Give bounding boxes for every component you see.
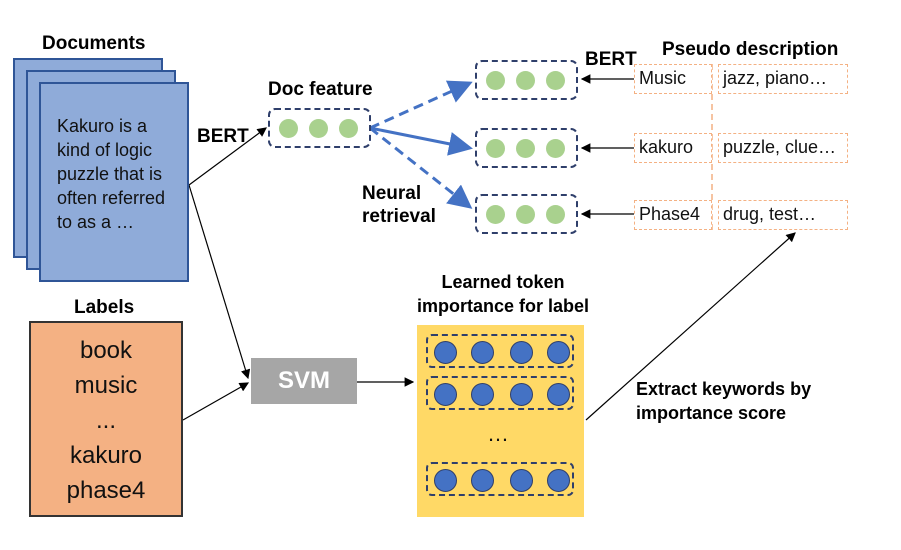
feature-dot bbox=[279, 119, 298, 138]
feature-dot bbox=[516, 139, 535, 158]
svm-box: SVM bbox=[251, 358, 357, 404]
extract-keywords-label: Extract keywords by importance score bbox=[636, 377, 811, 425]
doc-to-svm-arrow bbox=[188, 184, 251, 380]
document-front bbox=[39, 82, 189, 282]
learned-importance-heading: Learned token importance for label bbox=[398, 270, 608, 318]
labels-to-svm-arrow bbox=[182, 382, 250, 421]
token-importance-panel: … bbox=[417, 325, 584, 517]
label-item: ... bbox=[95, 407, 116, 434]
pseudo-keywords-phase4: drug, test… bbox=[718, 200, 848, 230]
token-dot bbox=[510, 383, 533, 406]
feature-dot bbox=[546, 205, 565, 224]
feature-dot bbox=[339, 119, 358, 138]
token-dot bbox=[510, 469, 533, 492]
bert-left-label: BERT bbox=[197, 126, 249, 147]
retrieval-arrow-mid bbox=[369, 126, 473, 156]
token-dot bbox=[471, 469, 494, 492]
label-feature-box-kakuro bbox=[475, 128, 578, 168]
extract-line-1: Extract keywords by bbox=[636, 379, 812, 399]
feature-dot bbox=[486, 139, 505, 158]
document-line: puzzle that is bbox=[57, 164, 163, 184]
token-dot bbox=[510, 341, 533, 364]
pseudo-name-phase4: Phase4 bbox=[634, 200, 712, 230]
label-item: kakuro bbox=[69, 442, 143, 469]
extract-line-2: importance score bbox=[636, 403, 787, 423]
bert-right-label: BERT bbox=[585, 49, 637, 70]
token-dot bbox=[547, 383, 570, 406]
token-row bbox=[426, 462, 574, 496]
pseudo-keywords-kakuro: puzzle, clue… bbox=[718, 133, 848, 163]
learned-line-2: importance for label bbox=[416, 296, 590, 316]
labels-heading: Labels bbox=[74, 297, 135, 318]
token-dot bbox=[434, 469, 457, 492]
feature-dot bbox=[486, 205, 505, 224]
extract-arrow bbox=[585, 232, 796, 421]
pseudo-keywords-music: jazz, piano… bbox=[718, 64, 848, 94]
document-line: to as a … bbox=[57, 212, 135, 232]
learned-line-1: Learned token bbox=[441, 272, 565, 292]
feature-dot bbox=[309, 119, 328, 138]
pseudo-name-music: Music bbox=[634, 64, 712, 94]
pseudo-name-kakuro: kakuro bbox=[634, 133, 712, 163]
document-line: Kakuro is a bbox=[57, 116, 148, 136]
document-text: Kakuro is a kind of logic puzzle that is… bbox=[57, 114, 197, 234]
token-dot bbox=[547, 341, 570, 364]
doc-to-feature-arrow bbox=[188, 127, 267, 186]
feature-dot bbox=[516, 205, 535, 224]
label-item: book bbox=[79, 337, 133, 364]
token-ellipsis: … bbox=[487, 421, 509, 446]
retrieval-arrow-bottom bbox=[369, 126, 473, 209]
token-row bbox=[426, 376, 574, 410]
retrieval-line: retrieval bbox=[362, 206, 436, 227]
document-line: often referred bbox=[57, 188, 166, 208]
documents-heading: Documents bbox=[42, 33, 146, 54]
neural-retrieval-label: Neural retrieval bbox=[362, 182, 436, 228]
label-feature-box-music bbox=[475, 60, 578, 100]
labels-box: book music ... kakuro phase4 bbox=[29, 321, 183, 517]
pseudo-description-heading: Pseudo description bbox=[662, 39, 839, 60]
feature-dot bbox=[546, 139, 565, 158]
retrieval-arrow-top bbox=[369, 80, 473, 130]
token-dot bbox=[547, 469, 570, 492]
label-feature-box-phase4 bbox=[475, 194, 578, 234]
token-dot bbox=[471, 341, 494, 364]
token-row bbox=[426, 334, 574, 368]
token-dot bbox=[434, 341, 457, 364]
token-dot bbox=[471, 383, 494, 406]
feature-dot bbox=[516, 71, 535, 90]
feature-dot bbox=[546, 71, 565, 90]
label-item: phase4 bbox=[66, 477, 146, 504]
label-item: music bbox=[74, 372, 138, 399]
document-line: kind of logic bbox=[57, 140, 153, 160]
feature-dot bbox=[486, 71, 505, 90]
token-dot bbox=[434, 383, 457, 406]
neural-line: Neural bbox=[362, 183, 422, 204]
doc-feature-box bbox=[268, 108, 371, 148]
doc-feature-heading: Doc feature bbox=[268, 79, 373, 100]
